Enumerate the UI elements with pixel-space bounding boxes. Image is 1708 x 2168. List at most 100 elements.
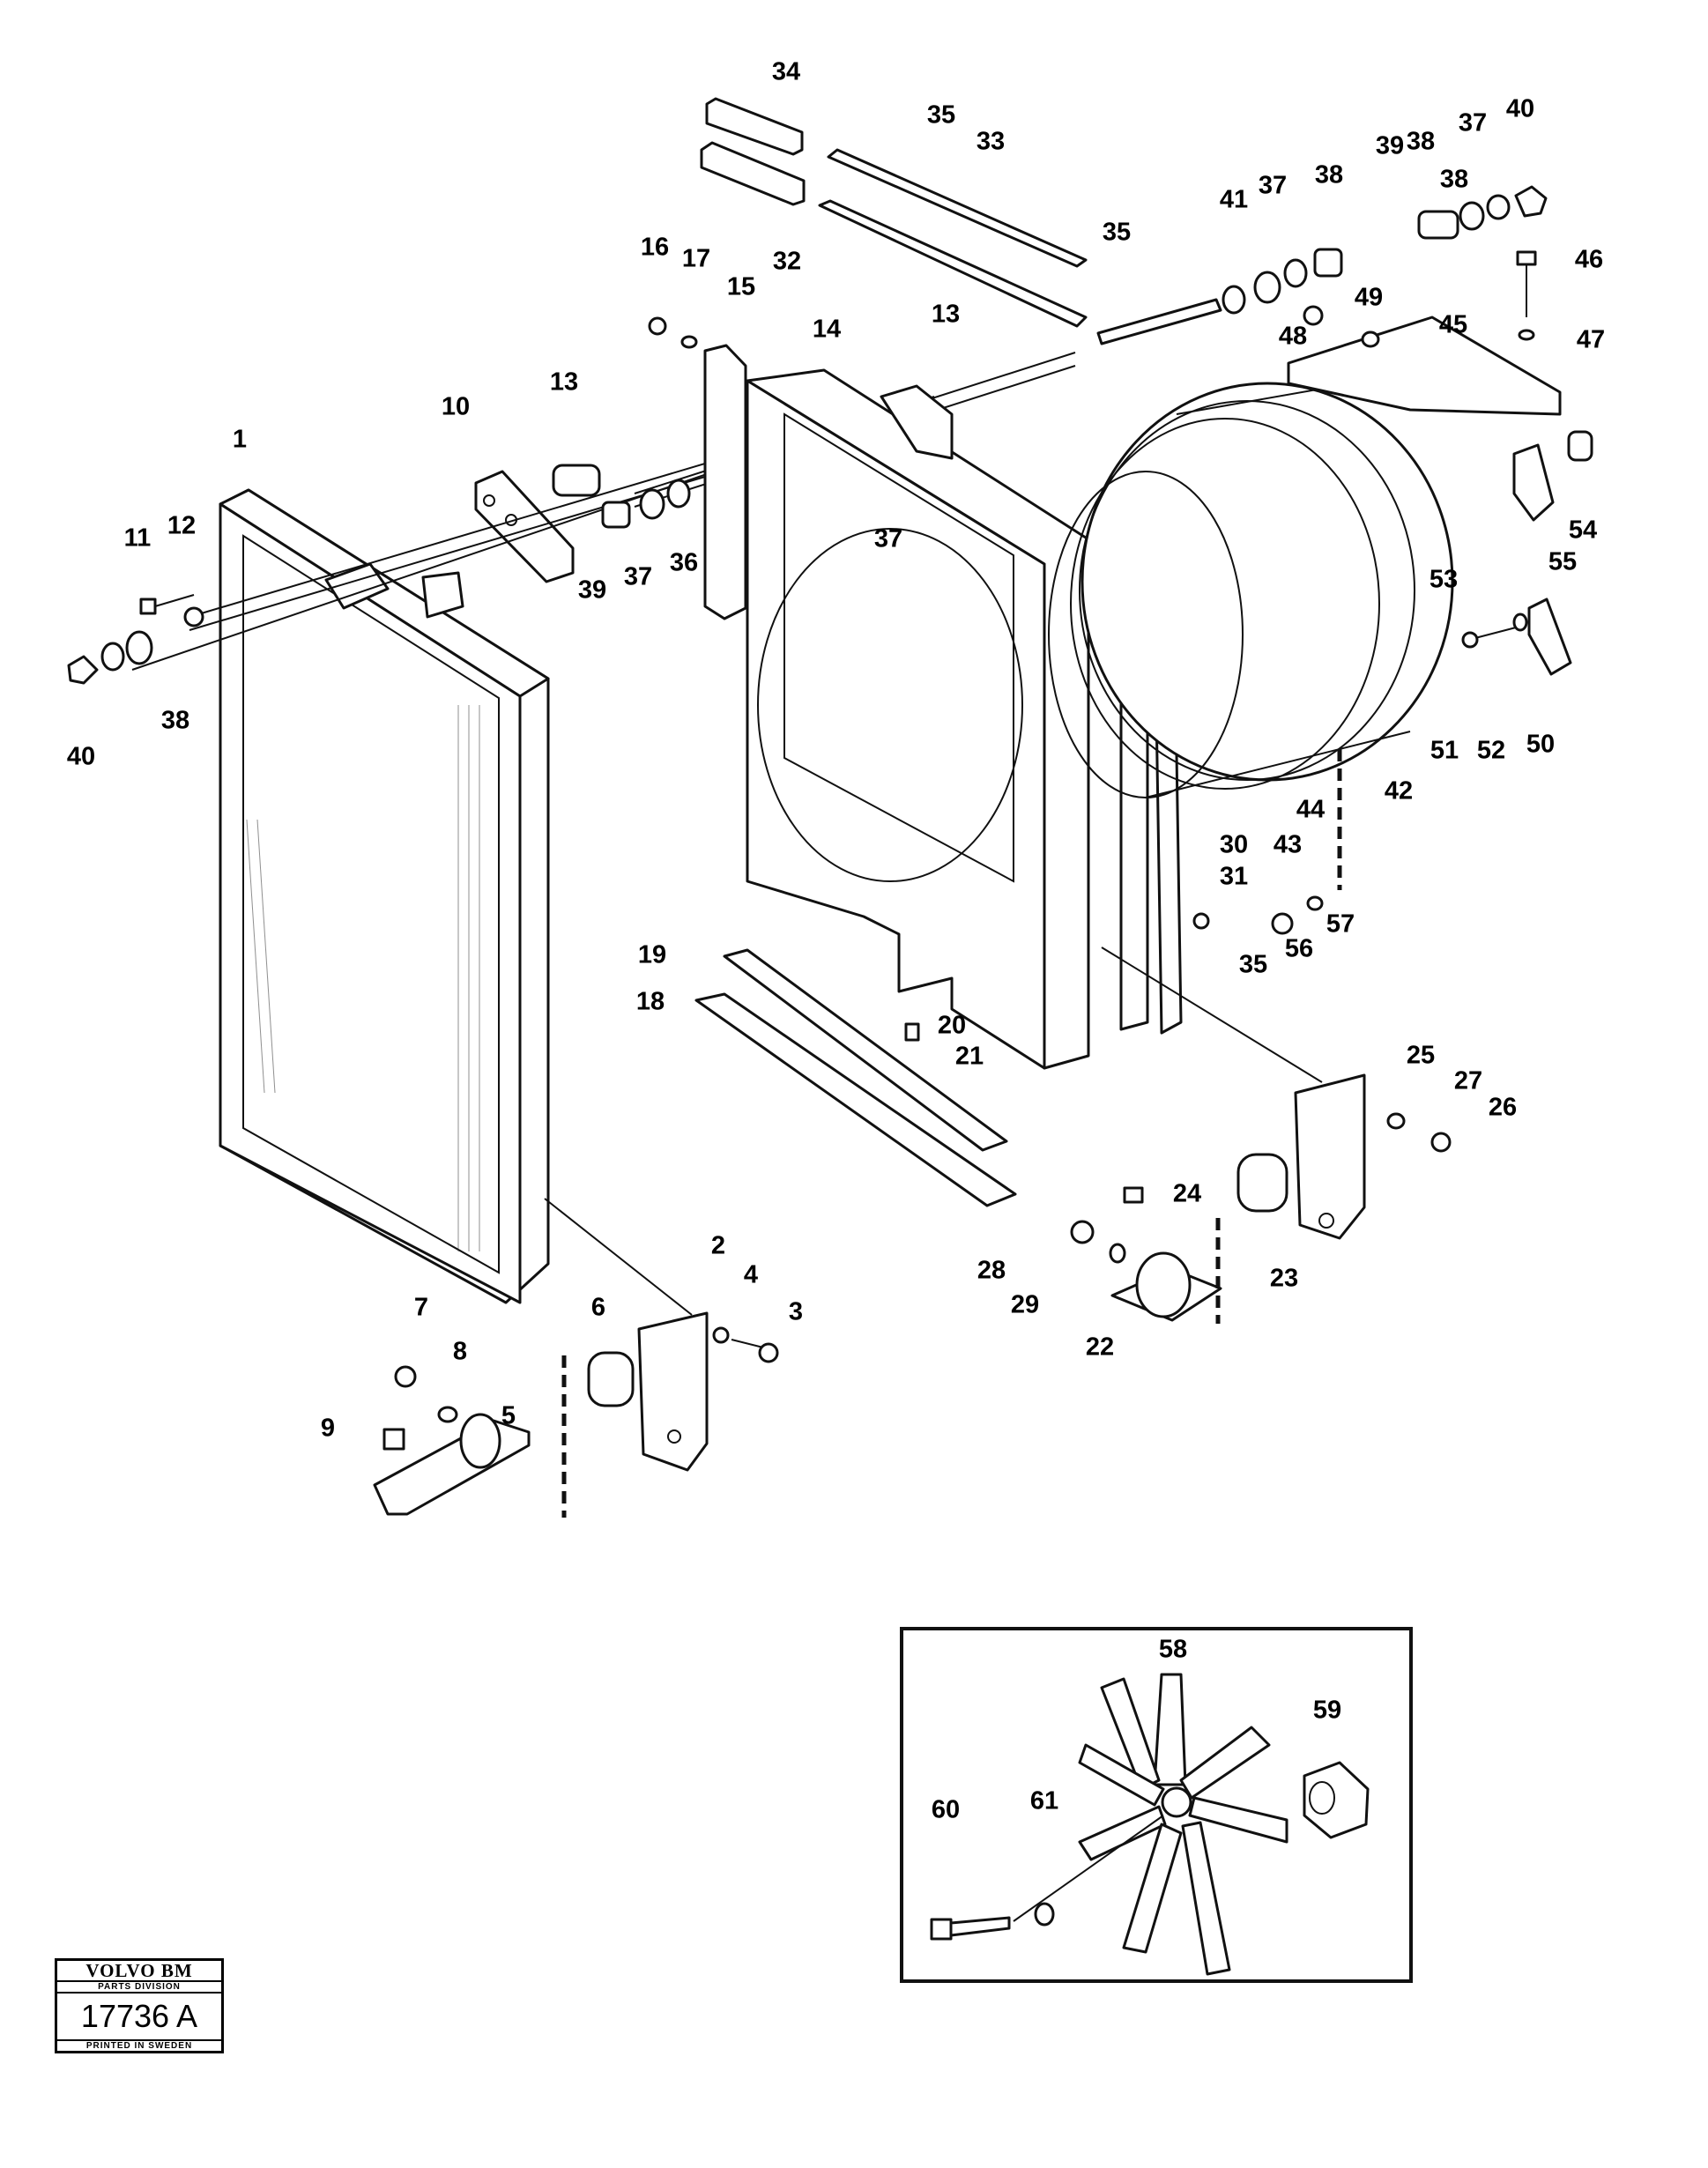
part-label: 27 bbox=[1454, 1067, 1482, 1095]
part-label: 33 bbox=[977, 128, 1005, 156]
part-label: 61 bbox=[1030, 1787, 1058, 1815]
part-label: 43 bbox=[1274, 831, 1302, 859]
part-label: 40 bbox=[1506, 95, 1534, 123]
bolt-35-lower bbox=[1192, 912, 1210, 930]
part-label: 9 bbox=[321, 1414, 335, 1443]
part-label: 39 bbox=[578, 576, 606, 605]
part-label: 54 bbox=[1569, 516, 1597, 545]
rail-33 bbox=[818, 148, 1088, 328]
part-label: 14 bbox=[813, 316, 841, 344]
part-label: 22 bbox=[1086, 1333, 1114, 1362]
bracket-45 bbox=[1287, 316, 1562, 416]
part-label: 51 bbox=[1430, 737, 1459, 765]
part-label: 28 bbox=[977, 1257, 1006, 1285]
part-label: 13 bbox=[932, 301, 960, 329]
seal-strips-18-19 bbox=[694, 948, 1017, 1207]
part-label: 38 bbox=[1440, 166, 1468, 194]
bolts-48-49 bbox=[1303, 305, 1380, 348]
part-label: 39 bbox=[1376, 132, 1404, 160]
leader-line-25 bbox=[1101, 947, 1323, 1083]
part-label: 10 bbox=[442, 393, 470, 421]
part-label: 3 bbox=[789, 1298, 803, 1326]
part-label: 56 bbox=[1285, 935, 1313, 963]
part-label: 25 bbox=[1407, 1042, 1435, 1070]
mount-base-22 bbox=[1110, 1251, 1222, 1322]
part-label: 59 bbox=[1313, 1697, 1341, 1725]
part-label: 38 bbox=[161, 707, 189, 735]
part-label: 35 bbox=[1239, 951, 1267, 979]
fan-ring-42-43-44 bbox=[1048, 369, 1454, 798]
part-label: 21 bbox=[955, 1043, 984, 1071]
mount-plate-2 bbox=[637, 1311, 709, 1472]
mounting-strip-15 bbox=[703, 344, 747, 620]
fan-hub-59 bbox=[1303, 1761, 1370, 1839]
part-label: 37 bbox=[624, 563, 652, 591]
part-label: 58 bbox=[1159, 1636, 1187, 1664]
volvo-bm-stamp: VOLVO BM PARTS DIVISION 17736 A PRINTED … bbox=[55, 1958, 224, 2053]
spacers-39-38-37 bbox=[601, 479, 691, 529]
part-label: 1 bbox=[233, 426, 247, 454]
bracket-50 bbox=[1527, 598, 1572, 676]
threaded-rod-36 bbox=[1096, 298, 1222, 345]
bolt-11-nut-13 bbox=[139, 594, 204, 627]
fan-blade-58 bbox=[1078, 1673, 1288, 1976]
rubber-mount-6 bbox=[587, 1351, 635, 1407]
part-label: 20 bbox=[938, 1012, 966, 1040]
part-label: 35 bbox=[927, 101, 955, 130]
stamp-brand: VOLVO BM bbox=[57, 1961, 221, 1982]
bracket-55-bushing-54 bbox=[1512, 430, 1593, 522]
part-label: 49 bbox=[1355, 284, 1383, 312]
part-label: 6 bbox=[591, 1294, 605, 1322]
part-label: 38 bbox=[1407, 128, 1435, 156]
bracket-10 bbox=[474, 470, 575, 583]
part-label: 17 bbox=[682, 245, 710, 273]
bolt-51-washer-52 bbox=[1461, 613, 1528, 649]
part-label: 48 bbox=[1279, 323, 1307, 351]
part-label: 11 bbox=[124, 524, 152, 553]
part-label: 36 bbox=[670, 549, 698, 577]
bolt-3-washer-4 bbox=[712, 1326, 779, 1363]
part-label: 8 bbox=[453, 1338, 467, 1366]
part-label: 37 bbox=[874, 525, 902, 553]
part-label: 40 bbox=[67, 743, 95, 771]
part-label: 23 bbox=[1270, 1265, 1298, 1293]
part-label: 15 bbox=[727, 273, 755, 301]
part-label: 38 bbox=[1315, 161, 1343, 189]
bolt-46-washer-47 bbox=[1516, 250, 1537, 341]
fan-shroud-14 bbox=[746, 368, 1090, 1070]
part-label: 30 bbox=[1220, 831, 1248, 859]
bolt-16-washer-17 bbox=[648, 316, 698, 349]
part-label: 46 bbox=[1575, 246, 1603, 274]
part-label: 57 bbox=[1326, 910, 1355, 939]
mount-plate-25 bbox=[1294, 1073, 1366, 1240]
part-label: 13 bbox=[550, 368, 578, 397]
part-label: 31 bbox=[1220, 863, 1248, 891]
bolt-26-washer-27 bbox=[1386, 1112, 1452, 1153]
bolts-7-8-9 bbox=[382, 1365, 458, 1451]
part-label: 45 bbox=[1439, 311, 1467, 339]
part-label: 7 bbox=[414, 1294, 428, 1322]
part-label: 2 bbox=[711, 1232, 725, 1260]
part-label: 5 bbox=[501, 1402, 516, 1430]
part-label: 55 bbox=[1548, 548, 1577, 576]
rubber-mount-23 bbox=[1236, 1153, 1288, 1213]
part-label: 34 bbox=[772, 58, 800, 86]
part-label: 60 bbox=[932, 1796, 960, 1824]
radiator bbox=[219, 488, 550, 1304]
part-label: 44 bbox=[1296, 796, 1325, 824]
part-label: 12 bbox=[167, 512, 196, 540]
part-label: 35 bbox=[1103, 219, 1131, 247]
stamp-drawing-number: 17736 A bbox=[57, 1994, 221, 2041]
part-label: 32 bbox=[773, 248, 801, 276]
part-label: 29 bbox=[1011, 1291, 1039, 1319]
part-label: 42 bbox=[1385, 777, 1413, 806]
part-label: 47 bbox=[1577, 326, 1605, 354]
bolts-24-28-29 bbox=[1070, 1186, 1144, 1264]
leader-line-2 bbox=[544, 1198, 693, 1316]
bolt-60-washer-61 bbox=[930, 1815, 1164, 1941]
part-label: 4 bbox=[744, 1261, 758, 1289]
rubber-bushing-12 bbox=[552, 464, 601, 497]
bolt-56-washer-57 bbox=[1271, 895, 1324, 935]
